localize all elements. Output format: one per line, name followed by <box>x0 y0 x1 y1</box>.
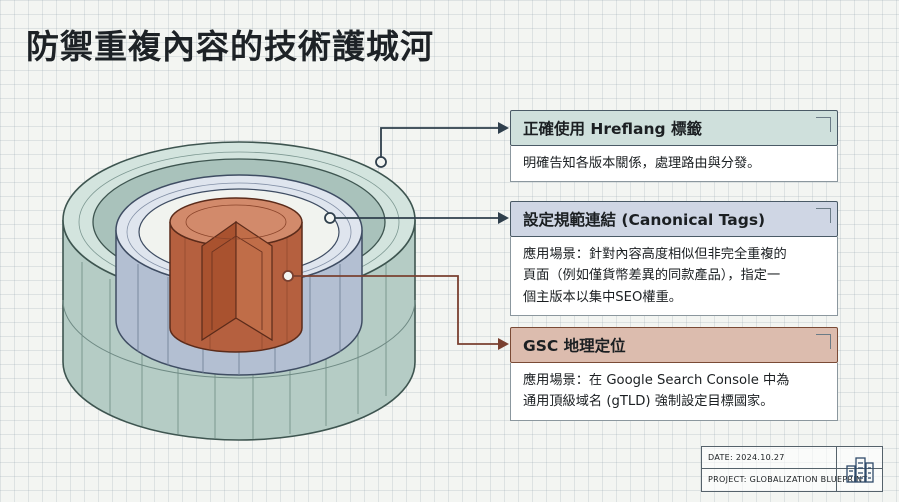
footer-project: PROJECT: GLOBALIZATION BLUEPRINT <box>702 468 882 490</box>
corner-mark-icon <box>816 117 831 132</box>
corner-mark-icon <box>816 208 831 223</box>
title-block: DATE: 2024.10.27 PROJECT: GLOBALIZATION … <box>701 446 883 492</box>
connector-gsc <box>282 270 509 350</box>
footer-date: DATE: 2024.10.27 <box>708 453 785 462</box>
core-tower <box>169 197 303 353</box>
callout-gsc-heading: GSC 地理定位 <box>510 327 838 363</box>
connector-hreflang <box>375 122 509 168</box>
callout-hreflang-heading: 正確使用 Hreflang 標籤 <box>510 110 838 146</box>
callout-canonical: 設定規範連結 (Canonical Tags) 應用場景：針對內容高度相似但非完… <box>510 201 838 317</box>
callout-hreflang-body: 明確告知各版本關係，處理路由與分發。 <box>510 146 838 183</box>
callout-canonical-heading: 設定規範連結 (Canonical Tags) <box>510 201 838 237</box>
page-title: 防禦重複內容的技術護城河 <box>26 27 434 66</box>
callout-gsc: GSC 地理定位 應用場景：在 Google Search Console 中為… <box>510 327 838 421</box>
city-buildings-icon <box>846 457 874 483</box>
connector-canonical <box>324 212 509 224</box>
callout-hreflang: 正確使用 Hreflang 標籤 明確告知各版本關係，處理路由與分發。 <box>510 110 838 183</box>
callout-gsc-body: 應用場景：在 Google Search Console 中為 通用頂級域名 (… <box>510 363 838 421</box>
corner-mark-icon <box>816 334 831 349</box>
callout-canonical-body: 應用場景：針對內容高度相似但非完全重複的 頁面（例如僅貨幣差異的同款產品），指定… <box>510 237 838 317</box>
